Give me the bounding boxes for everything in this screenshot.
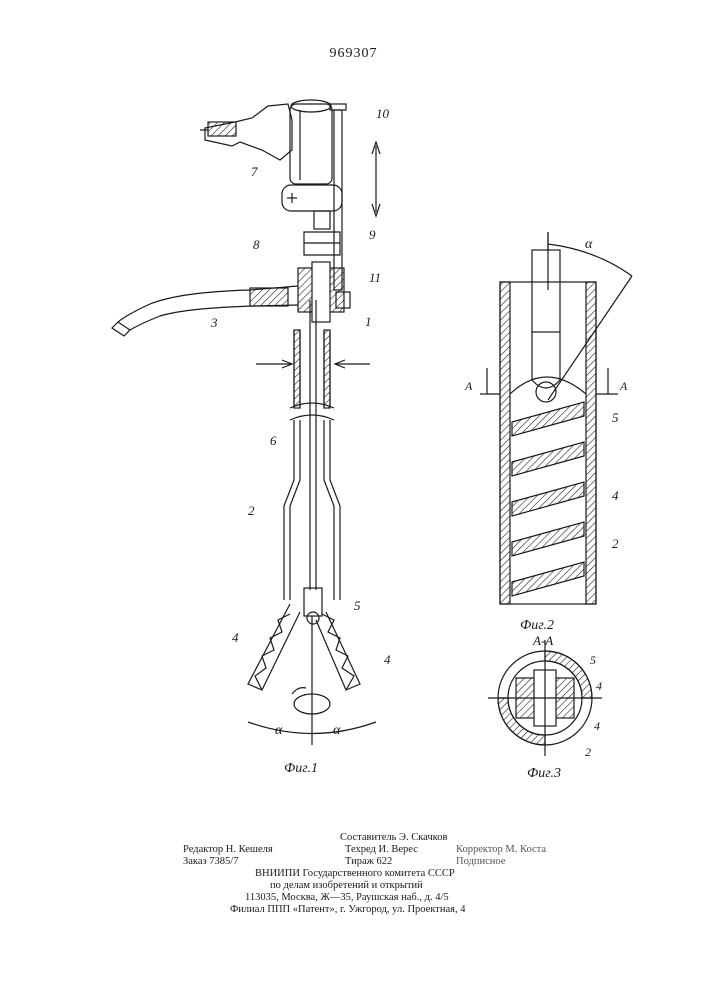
label-4-right: 4	[384, 652, 391, 667]
section-mark-right: А	[619, 379, 628, 393]
label-9: 9	[369, 227, 376, 242]
subscription-line: Подписное	[456, 856, 505, 867]
label-10: 10	[376, 106, 390, 121]
figure-2-drawing	[480, 232, 632, 604]
label-7: 7	[251, 164, 258, 179]
label-5-fig3: 5	[590, 653, 596, 667]
order-line: Заказ 7385/7	[183, 856, 238, 867]
figure-2-caption: Фиг.2	[520, 618, 554, 633]
label-4-fig3-top: 4	[596, 679, 602, 693]
label-5-fig2: 5	[612, 410, 619, 425]
label-5: 5	[354, 598, 361, 613]
techred-line: Техред И. Верес	[345, 844, 418, 855]
figure-1-caption: Фиг.1	[284, 761, 318, 776]
label-alpha-right: α	[333, 723, 341, 738]
label-3: 3	[210, 315, 218, 330]
figure-3-caption: Фиг.3	[527, 766, 561, 781]
label-2: 2	[248, 503, 255, 518]
label-alpha-fig2: α	[585, 237, 593, 252]
organization-line-1: ВНИИПИ Государственного комитета СССР	[255, 868, 455, 879]
branch-line: Филиал ППП «Патент», г. Ужгород, ул. Про…	[230, 904, 465, 915]
label-4-left: 4	[232, 630, 239, 645]
circulation-line: Тираж 622	[345, 856, 392, 867]
label-2-fig2: 2	[612, 536, 619, 551]
label-6: 6	[270, 433, 277, 448]
label-alpha-left: α	[275, 723, 283, 738]
editor-line: Редактор Н. Кешеля	[183, 844, 273, 855]
figure-3-drawing	[488, 640, 602, 756]
section-aa-title: А-А	[532, 633, 553, 648]
section-mark-left: А	[464, 379, 473, 393]
figure-1-drawing	[112, 100, 380, 745]
label-1: 1	[365, 314, 372, 329]
address-line: 113035, Москва, Ж—35, Раушская наб., д. …	[245, 892, 449, 903]
label-2-fig3: 2	[585, 745, 591, 759]
composer-line: Составитель Э. Скачков	[340, 832, 447, 843]
corrector-line: Корректор М. Коста	[456, 844, 546, 855]
label-4-fig3-bottom: 4	[594, 719, 600, 733]
label-4-fig2: 4	[612, 488, 619, 503]
organization-line-2: по делам изобретений и открытий	[270, 880, 423, 891]
label-11: 11	[369, 270, 381, 285]
label-8: 8	[253, 237, 260, 252]
